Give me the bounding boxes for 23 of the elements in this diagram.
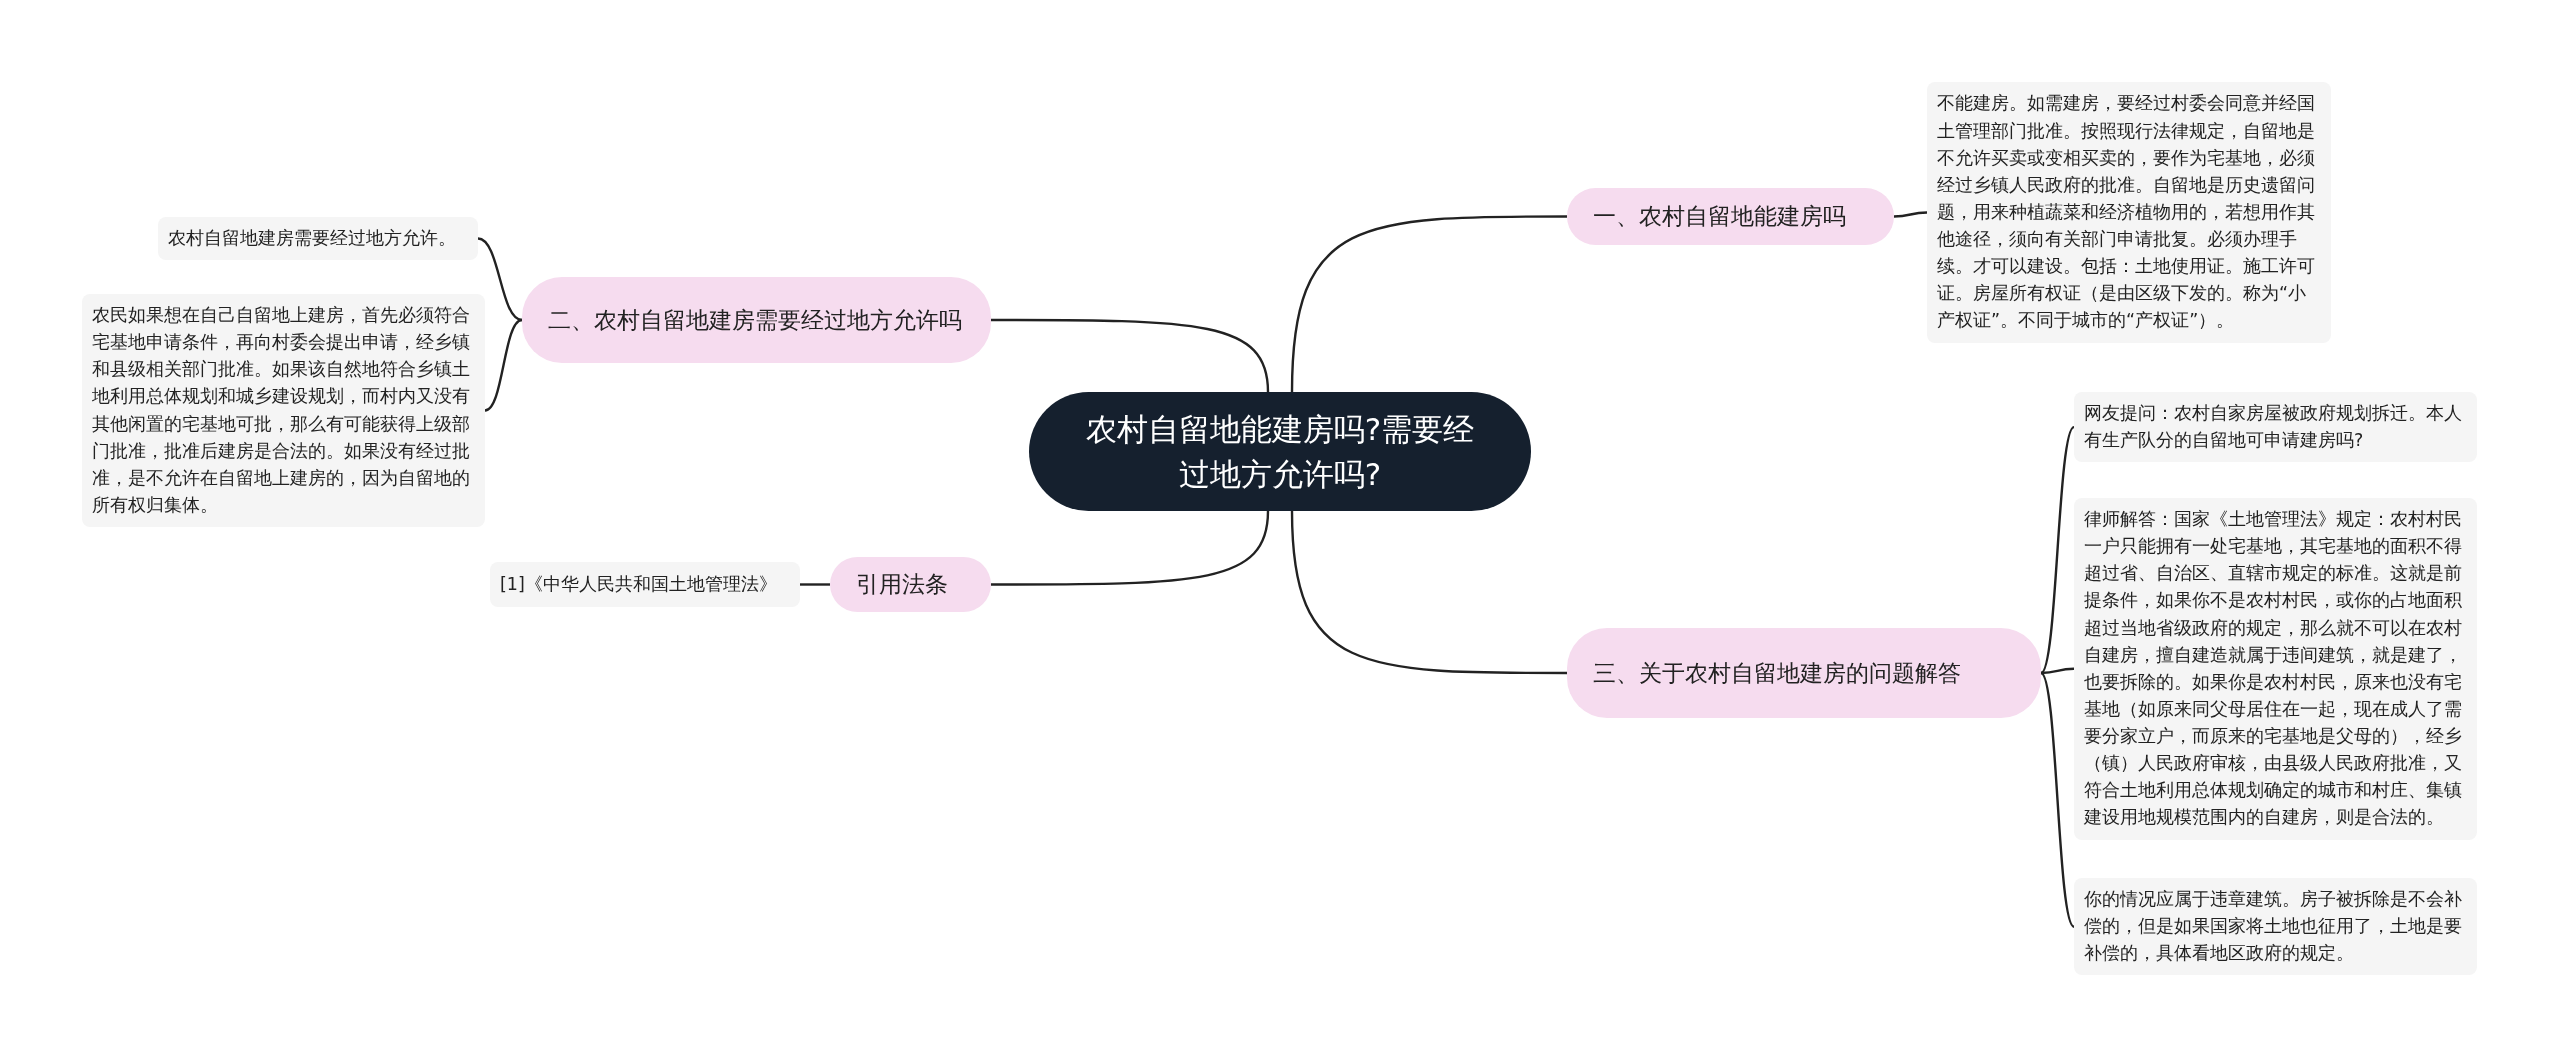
connector-line: [2040, 672, 2075, 928]
connector-line: [1893, 211, 1928, 218]
connector-line: [1290, 510, 1567, 675]
branch-topic: 三、关于农村自留地建房的问题解答: [1567, 628, 2041, 718]
branch-topic: 引用法条: [830, 557, 991, 612]
note-card: 不能建房。如需建房，要经过村委会同意并经国土管理部门批准。按照现行法律规定，自留地是不允许买卖或变相买卖的，要作为宅基地，必须经过乡镇人民政府的批准。自留地是历史遗留问题，用来种植蔬菜和经济植物用的，若想用作其他途径，须向有关部门申请批复。必须办理手续。才可以建设。包括：土地使用证。施工许可证。房屋所有权证（是由区级下发的。称为“小产权证”。不同于城市的“产权证”）。: [1927, 82, 2331, 343]
branch-topic: 一、农村自留地能建房吗: [1567, 188, 1894, 245]
note-card: 律师解答：国家《土地管理法》规定：农村村民一户只能拥有一处宅基地，其宅基地的面积不得超过省、自治区、直辖市规定的标准。这就是前提条件，如果你不是农村村民，或你的占地面积超过当地省级政府的规定，那么就不可以在农村自建房，擅自建造就属于违间建筑，就是建了，也要拆除的。如果你是农村村民，原来也没有宅基地（如原来同父母居住在一起，现在成人了需要分家立户，而原来的宅基地是父母的），经乡（镇）人民政府审核，由县级人民政府批准，又符合土地利用总体规划确定的城市和村庄、集镇建设用地规模范围内的自建房，则是合法的。: [2074, 498, 2477, 840]
connector-line: [2040, 667, 2075, 675]
branch-topic: 二、农村自留地建房需要经过地方允许吗: [522, 277, 991, 363]
note-card: 你的情况应属于违章建筑。房子被拆除是不会补偿的，但是如果国家将土地也征用了，土地是要补偿的，具体看地区政府的规定。: [2074, 878, 2477, 976]
note-card: 农民如果想在自己自留地上建房，首先必须符合宅基地申请条件，再向村委会提出申请，经乡镇和县级相关部门批准。如果该自然地符合乡镇土地利用总体规划和城乡建设规划，而村内又没有其他闲置的宅基地可批，那么有可能获得上级部门批准，批准后建房是合法的。如果没有经过批准，是不允许在自留地上建房的，因为自留地的所有权归集体。: [82, 294, 485, 527]
note-card: 农村自留地建房需要经过地方允许。: [158, 217, 478, 261]
note-card: [1]《中华人民共和国土地管理法》: [490, 562, 800, 607]
connector-line: [477, 237, 523, 322]
connector-line: [991, 318, 1270, 393]
connector-line: [991, 510, 1270, 586]
central-topic: 农村自留地能建房吗?需要经过地方允许吗?: [1029, 392, 1531, 511]
note-card: 网友提问：农村自家房屋被政府规划拆迁。本人有生产队分的自留地可申请建房吗?: [2074, 392, 2477, 463]
connector-line: [484, 318, 523, 412]
connector-line: [1290, 215, 1567, 393]
connector-line: [2040, 426, 2075, 674]
connector-line: [800, 583, 830, 586]
